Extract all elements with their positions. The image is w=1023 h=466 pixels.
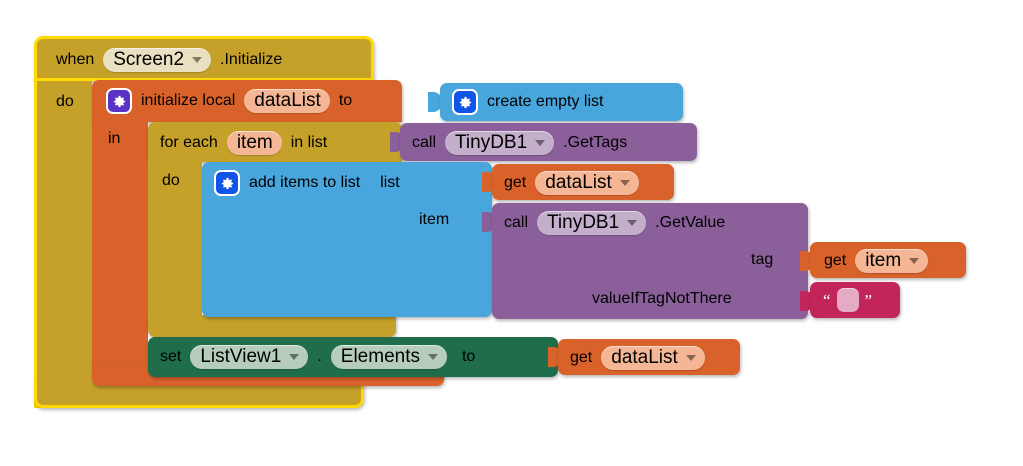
event-do-row: do <box>56 93 74 111</box>
do-label: do <box>56 93 74 110</box>
close-quote: ” <box>864 290 873 310</box>
add-items-to-list-block[interactable] <box>202 162 492 317</box>
dot-separator: . <box>317 348 322 365</box>
create-empty-list-row: create empty list <box>452 89 603 115</box>
gettags-component-name: TinyDB1 <box>455 132 528 153</box>
chevron-down-icon[interactable] <box>685 354 696 361</box>
in-list-label: in list <box>290 134 328 151</box>
getvalue-component-dropdown[interactable]: TinyDB1 <box>537 211 647 235</box>
for-each-do-row: do <box>162 172 180 190</box>
gettags-component-dropdown[interactable]: TinyDB1 <box>445 131 555 155</box>
gear-icon[interactable] <box>106 88 132 114</box>
getvalue-component-name: TinyDB1 <box>547 212 620 233</box>
get-datalist-row-2: get dataList <box>570 346 705 370</box>
local-variable-name: dataList <box>254 90 321 111</box>
set-elements-row: set ListView1 . Elements to <box>160 345 475 369</box>
in-label: in <box>108 130 121 147</box>
to-label: to <box>461 348 476 365</box>
get-datalist-row: get dataList <box>504 171 639 195</box>
initialize-local-label: initialize local <box>141 92 236 109</box>
event-header-row: when Screen2 .Initialize <box>56 48 282 72</box>
gear-icon[interactable] <box>214 170 240 196</box>
add-items-header-row: add items to list list <box>214 170 400 196</box>
initialize-local-in-row: in <box>108 130 120 148</box>
get-label: get <box>504 174 527 191</box>
for-each-header-row: for each item in list <box>160 131 327 155</box>
when-screen2-initialize-block[interactable] <box>34 36 374 81</box>
chevron-down-icon[interactable] <box>909 257 920 264</box>
initialize-local-left-spine[interactable] <box>92 120 148 375</box>
chevron-down-icon[interactable] <box>535 139 546 146</box>
event-block-left-spine[interactable] <box>34 78 92 408</box>
getvalue-default-row: valueIfTagNotThere <box>592 290 732 308</box>
loop-variable-name: item <box>236 132 273 153</box>
getvalue-tag-row: tag <box>751 251 773 269</box>
for-each-label: for each <box>160 134 218 151</box>
tag-socket-label: tag <box>751 251 774 268</box>
add-items-to-list-label: add items to list <box>249 174 361 191</box>
when-label: when <box>56 51 95 68</box>
chevron-down-icon[interactable] <box>192 56 203 63</box>
get-label: get <box>570 349 593 366</box>
chevron-down-icon[interactable] <box>427 353 438 360</box>
loop-variable-field[interactable]: item <box>226 131 282 155</box>
call-label: call <box>504 214 529 231</box>
gettags-method-label: .GetTags <box>563 134 628 151</box>
chevron-down-icon[interactable] <box>619 179 630 186</box>
create-empty-list-block[interactable] <box>440 83 683 121</box>
initialize-local-header-row: initialize local dataList to <box>106 88 352 114</box>
string-value-field[interactable] <box>836 288 859 312</box>
local-variable-name-field[interactable]: dataList <box>244 89 330 113</box>
get-datalist-dropdown[interactable]: dataList <box>535 171 639 195</box>
get-datalist-variable: dataList <box>611 347 678 368</box>
set-component-dropdown[interactable]: ListView1 <box>190 345 309 369</box>
set-component-name: ListView1 <box>200 346 282 367</box>
for-each-bottom-bar[interactable] <box>148 315 396 337</box>
add-items-item-row: item <box>419 211 449 229</box>
get-item-variable: item <box>865 250 902 271</box>
item-socket-label: item <box>419 211 450 228</box>
set-label: set <box>160 348 182 365</box>
empty-string-row: “ ” <box>823 288 872 312</box>
do-label: do <box>162 172 180 189</box>
get-label: get <box>824 252 847 269</box>
for-each-left-spine[interactable] <box>148 160 202 325</box>
list-socket-label: list <box>380 174 400 191</box>
call-label: call <box>412 134 437 151</box>
chevron-down-icon[interactable] <box>627 219 638 226</box>
create-empty-list-label: create empty list <box>487 93 604 110</box>
get-item-dropdown[interactable]: item <box>855 249 929 273</box>
getvalue-header-row: call TinyDB1 .GetValue <box>504 211 725 235</box>
event-component-dropdown[interactable]: Screen2 <box>103 48 212 72</box>
open-quote: “ <box>823 290 831 310</box>
set-property-dropdown[interactable]: Elements <box>330 345 447 369</box>
getvalue-method-label: .GetValue <box>655 214 726 231</box>
gear-icon[interactable] <box>452 89 478 115</box>
to-label: to <box>338 92 353 109</box>
get-datalist-variable: dataList <box>545 172 612 193</box>
get-item-row: get item <box>824 249 929 273</box>
event-component-name: Screen2 <box>113 49 185 70</box>
event-method-label: .Initialize <box>220 51 283 68</box>
chevron-down-icon[interactable] <box>289 353 300 360</box>
set-property-name: Elements <box>340 346 420 367</box>
gettags-row: call TinyDB1 .GetTags <box>412 131 627 155</box>
valueiftagnotthere-socket-label: valueIfTagNotThere <box>592 290 732 307</box>
get-datalist-dropdown[interactable]: dataList <box>601 346 705 370</box>
init-local-value-socket[interactable] <box>428 92 442 112</box>
